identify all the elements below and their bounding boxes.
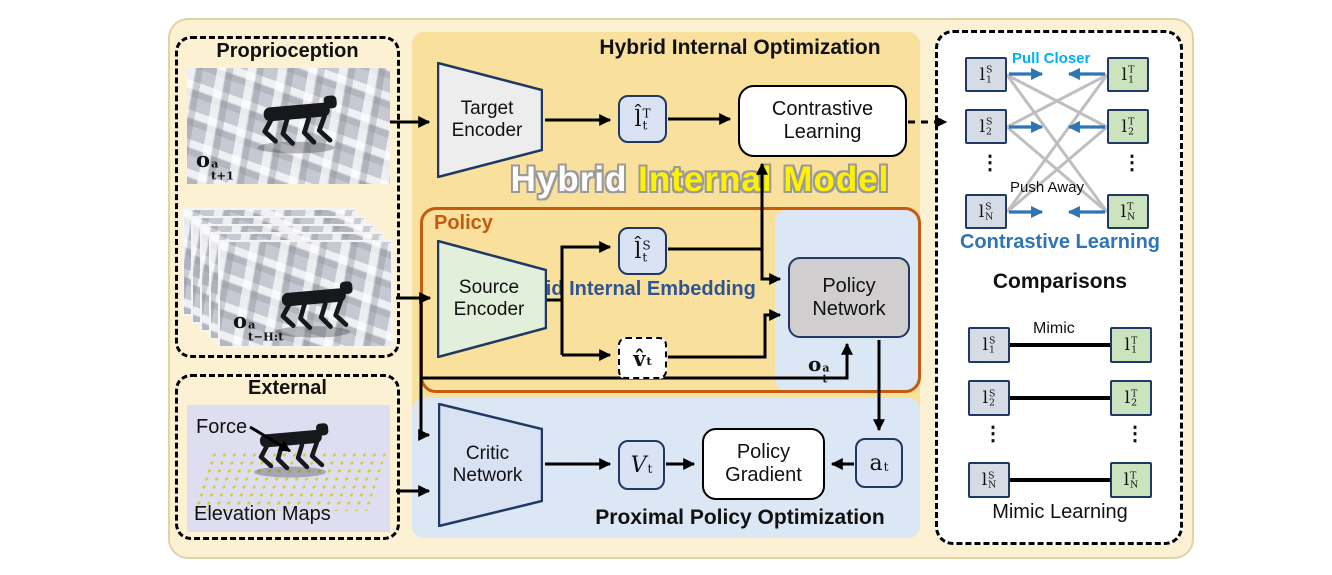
watermark-internal-model: Internal Model (627, 160, 890, 199)
policy-network-box: Policy Network (788, 257, 910, 338)
velocity-box: v̂t (618, 337, 667, 379)
source-encoder: Source Encoder (437, 240, 547, 358)
policy-gradient-box: Policy Gradient (702, 428, 825, 500)
obs-next-sub: t+1 (211, 168, 235, 183)
external-box (175, 374, 400, 540)
critic-network-label: Critic Network (452, 443, 523, 486)
critic-network-shape (438, 403, 543, 527)
hio-title: Hybrid Internal Optimization (599, 36, 881, 59)
ellipsis: ⋮ (980, 152, 1000, 174)
force-label: Force (196, 416, 248, 438)
action-sub: t (883, 460, 889, 475)
value-sub: t (647, 462, 653, 477)
obs-hist-sup: a (248, 317, 256, 332)
external-title: External (248, 377, 327, 399)
robot-icon (236, 420, 350, 478)
proprioception-box (175, 36, 400, 358)
contrastive-learning-box: Contrastive Learning (738, 85, 907, 157)
mimic-learning-caption: Mimic Learning (992, 501, 1128, 523)
elevation-maps-caption: Elevation Maps (194, 503, 331, 525)
target-encoder-shape (437, 62, 543, 178)
contrastive-learning-caption: Contrastive Learning (959, 231, 1161, 253)
obs-current-sup: a (822, 361, 830, 375)
obs-next-sup: a (211, 156, 219, 171)
comparisons-title: Comparisons (992, 270, 1128, 293)
latent-source-sub: t (642, 250, 648, 265)
latent-target-sup: T (642, 106, 651, 121)
ellipsis: ⋮ (1122, 152, 1142, 174)
source-encoder-shape (437, 240, 547, 358)
velocity-sub: t (646, 354, 652, 369)
proprioception-title: Proprioception (216, 40, 359, 62)
critic-network: Critic Network (438, 403, 543, 527)
ellipsis: ⋮ (983, 423, 1003, 445)
robot-icon (238, 92, 360, 154)
push-away-label: Push Away (1010, 179, 1084, 196)
ellipsis: ⋮ (1125, 423, 1145, 445)
policy-label: Policy (434, 212, 493, 234)
pull-closer-label: Pull Closer (1012, 50, 1091, 67)
mimic-label: Mimic (1033, 320, 1075, 337)
latent-source-sup: S (642, 238, 651, 253)
target-encoder-label: Target Encoder (451, 98, 523, 141)
watermark-hybrid: Hybrid (510, 160, 628, 199)
target-encoder: Target Encoder (437, 62, 543, 178)
latent-target-sub: t (642, 118, 648, 133)
ppo-title: Proximal Policy Optimization (595, 506, 885, 529)
proprioception-image (187, 68, 390, 184)
source-encoder-label: Source Encoder (453, 277, 525, 320)
obs-current-sub: t (822, 372, 828, 386)
obs-hist-sub: t−H:t (248, 329, 284, 344)
observation-stack (182, 208, 397, 350)
